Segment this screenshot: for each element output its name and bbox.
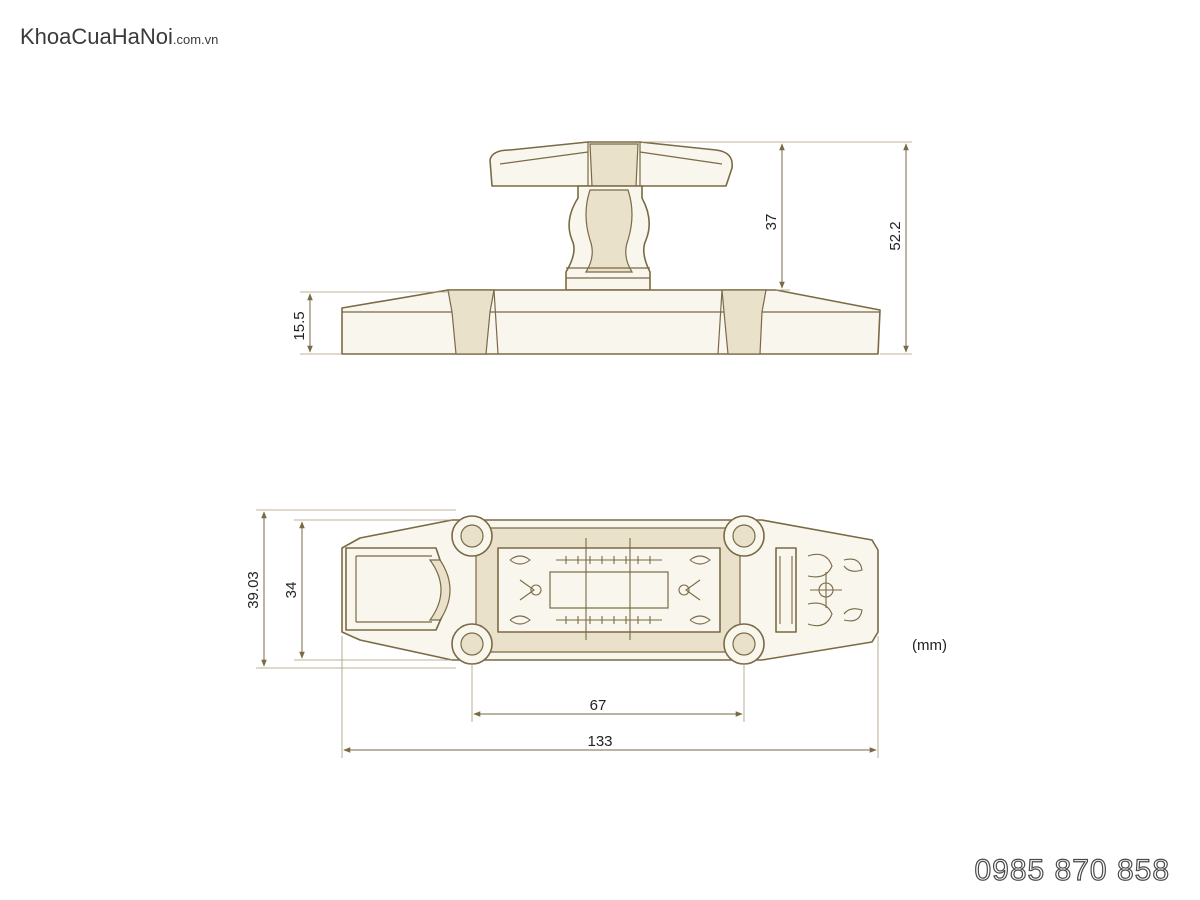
site-watermark: KhoaCuaHaNoi.com.vn <box>20 24 218 49</box>
base-plate <box>341 289 881 355</box>
dim-hole-spacing: 67 <box>590 697 607 714</box>
units-label: (mm) <box>912 637 947 654</box>
dim-handle-height: 37 <box>763 214 780 231</box>
side-view: 15.5 37 52.2 <box>291 141 912 355</box>
top-view: 39.03 34 67 133 (mm) <box>245 509 947 758</box>
watermark-brand: KhoaCuaHaNoi <box>20 24 173 49</box>
dim-inner-width: 34 <box>283 582 300 599</box>
dim-base-height: 15.5 <box>291 311 308 340</box>
dim-total-length: 133 <box>587 733 612 750</box>
dim-total-height: 52.2 <box>887 221 904 250</box>
dim-outer-width: 39.03 <box>245 571 262 609</box>
watermark-domain: .com.vn <box>173 32 219 47</box>
screw-holes <box>451 515 765 665</box>
phone-number: 0985 870 858 <box>974 854 1170 887</box>
